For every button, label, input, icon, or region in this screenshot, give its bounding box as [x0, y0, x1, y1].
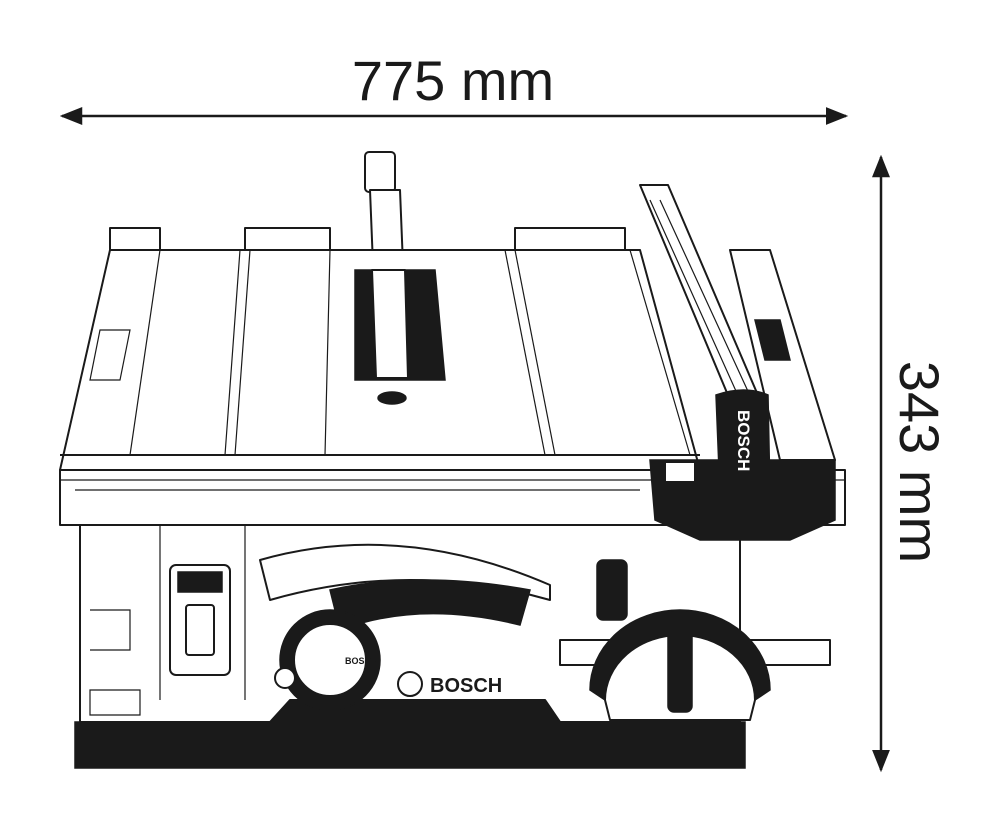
rip-fence: BOSCH — [59, 184, 846, 541]
fence-logo: BOSCH — [734, 410, 753, 471]
width-dimension: 775 mm — [59, 49, 849, 125]
body-logo: BOSCH — [397, 671, 502, 697]
svg-text:BOSCH: BOSCH — [430, 675, 502, 697]
bevel-scale — [259, 543, 551, 631]
saw-base — [74, 524, 746, 769]
knob-logo: BOSCH — [345, 656, 378, 666]
power-switch — [169, 564, 231, 676]
bevel-knob: BOSCH — [274, 609, 381, 711]
height-label: 343 mm — [888, 361, 951, 563]
width-label: 775 mm — [352, 49, 554, 112]
height-dimension: 343 mm — [872, 154, 951, 773]
miter-gauge — [559, 559, 831, 751]
